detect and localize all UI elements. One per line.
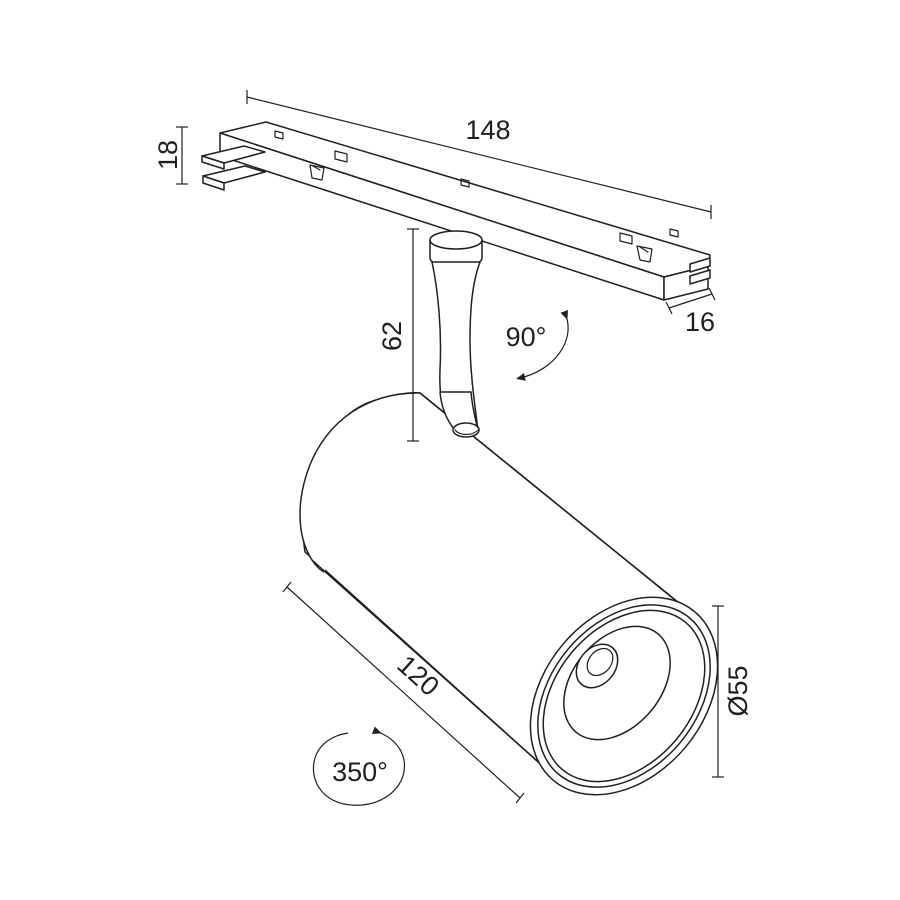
stem-height-label: 62: [377, 321, 407, 351]
slot-hole: [619, 232, 633, 245]
tilt-rotation-indicator: 90°: [506, 309, 569, 381]
body-diameter-label: Ø55: [723, 665, 753, 716]
pan-label: 350°: [332, 757, 388, 787]
slot-hole: [334, 150, 348, 163]
pan-rotation-indicator: 350°: [313, 726, 405, 806]
rail-height-label: 18: [153, 140, 183, 170]
dimension-rail-height: 18: [153, 126, 188, 185]
slot-hole: [460, 178, 470, 188]
lens: [575, 643, 619, 689]
pan-arrow-icon: [313, 726, 405, 806]
rail-length-label: 148: [465, 115, 510, 145]
dimension-stem-height: 62: [377, 228, 419, 442]
dimension-rail-length: 148: [246, 90, 712, 219]
tilt-arrow-icon: [516, 309, 569, 381]
dimension-body-diameter: Ø55: [712, 605, 753, 778]
rail-width-label: 16: [685, 307, 715, 337]
slot-hole: [274, 130, 284, 140]
lock-slot: [309, 164, 325, 181]
lock-slot: [636, 245, 653, 263]
tilt-label: 90°: [506, 322, 547, 352]
slot-hole: [669, 228, 679, 238]
track-adapter: [201, 121, 711, 301]
spotlight-body: [299, 391, 719, 796]
dimension-rail-width: 16: [665, 287, 716, 337]
